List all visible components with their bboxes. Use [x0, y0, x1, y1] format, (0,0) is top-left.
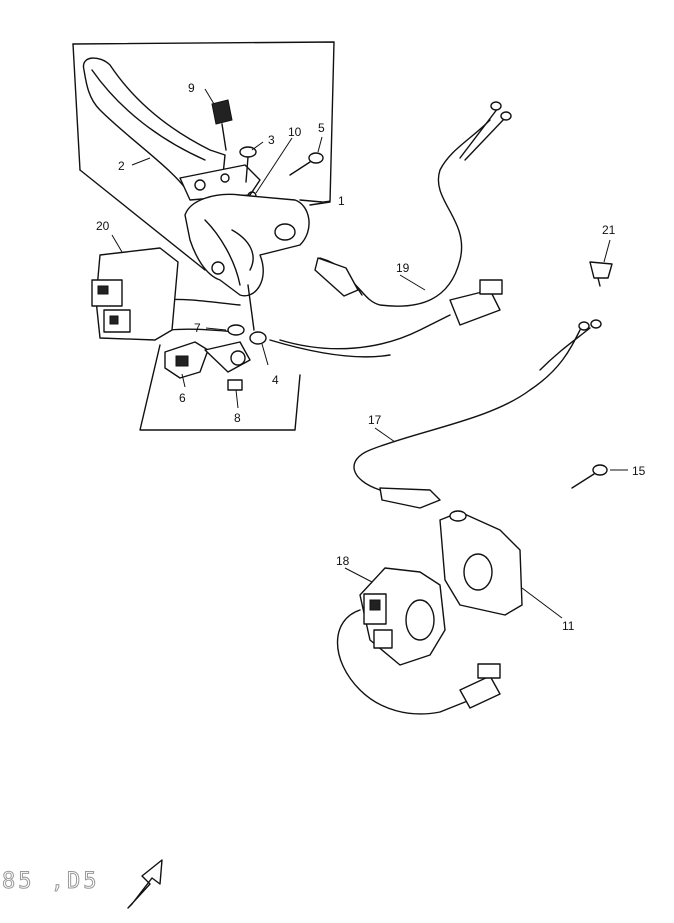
- part-label-5: 5: [318, 121, 325, 135]
- part-label-1: 1: [338, 194, 345, 208]
- right-switch-upper: [439, 510, 523, 616]
- leader-lines: [111, 88, 628, 619]
- clutch-switch: [164, 341, 251, 379]
- adjuster-knob: [211, 99, 233, 151]
- part-label-9: 9: [188, 81, 195, 95]
- bolt-5: [289, 152, 324, 176]
- part-label-15: 15: [632, 464, 646, 478]
- direction-arrow-icon: [127, 859, 163, 909]
- part-label-20: 20: [96, 219, 110, 233]
- part-label-7: 7: [194, 321, 201, 335]
- part-label-3: 3: [268, 133, 275, 147]
- lever-pivot: [179, 164, 261, 201]
- screw-15: [571, 464, 608, 489]
- right-switch-lower: [336, 567, 501, 715]
- part-label-21: 21: [602, 223, 616, 237]
- wire-harness-19: [279, 101, 512, 350]
- part-label-8: 8: [234, 411, 241, 425]
- part-label-4: 4: [272, 373, 279, 387]
- left-switch-housing: [91, 247, 179, 341]
- part-label-17: 17: [368, 413, 382, 427]
- part-label-2: 2: [118, 159, 125, 173]
- assembly-frame: [72, 41, 335, 431]
- part-label-11: 11: [562, 619, 575, 633]
- part-label-19: 19: [396, 261, 410, 275]
- part-label-6: 6: [179, 391, 186, 405]
- clip-21: [589, 261, 613, 287]
- wire-harness-17: [353, 319, 602, 509]
- lever-holder: [184, 193, 310, 297]
- washers: [227, 284, 267, 391]
- part-label-18: 18: [336, 554, 350, 568]
- footer-code: 85 ,D5: [2, 869, 99, 894]
- part-label-10: 10: [288, 125, 302, 139]
